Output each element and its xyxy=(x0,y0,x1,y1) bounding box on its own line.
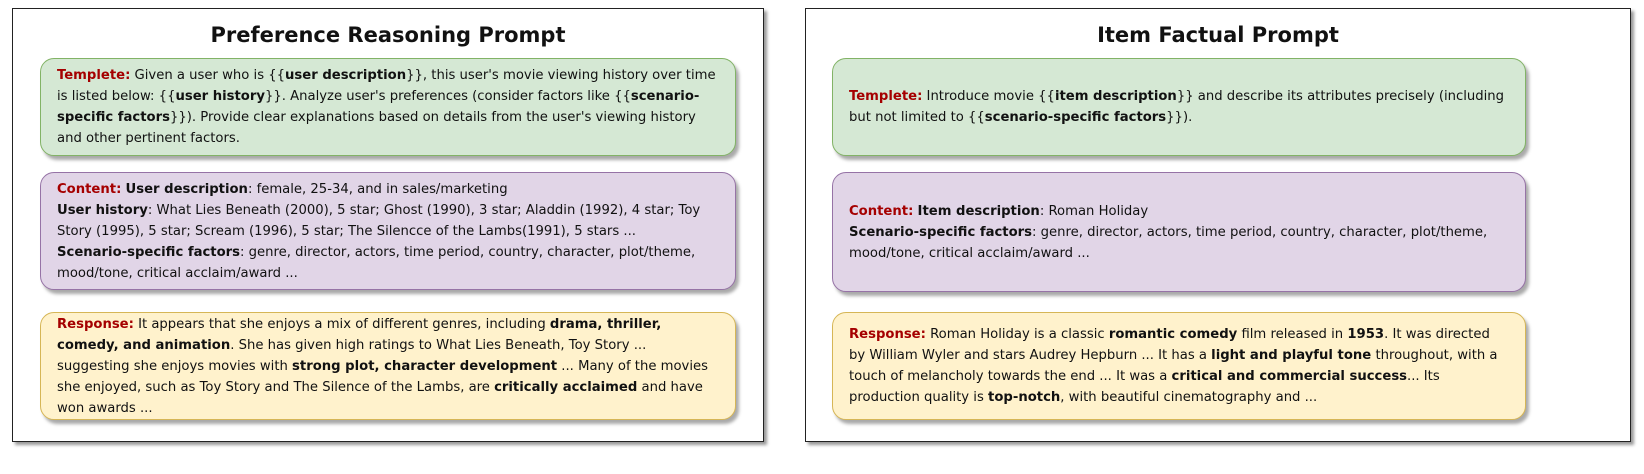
text-segment: . She has given high ratings to What Lie… xyxy=(57,337,647,374)
template-box: Templete: Given a user who is {{user des… xyxy=(40,58,736,156)
bold-text-segment: Scenario-specific factors xyxy=(57,244,241,260)
text-segment: }}). Provide clear explanations based on… xyxy=(57,110,696,146)
content-text: Content: Item description: Roman Holiday… xyxy=(849,201,1509,264)
panel-title: Preference Reasoning Prompt xyxy=(210,23,566,47)
bold-text-segment: User history xyxy=(57,202,148,218)
text-segment: }}, this user's movie viewing history ov… xyxy=(57,68,716,104)
template-text: Templete: Introduce movie {{item descrip… xyxy=(849,86,1509,128)
bold-text-segment: 1953 xyxy=(1347,327,1385,342)
bold-text-segment: critical and commercial success xyxy=(1171,369,1408,384)
text-segment: : genre, director, actors, time period, … xyxy=(849,224,1488,261)
bold-text-segment: user history xyxy=(175,89,265,104)
text-segment: film released in xyxy=(1237,327,1348,342)
text-segment: }}). xyxy=(1166,110,1193,125)
response-box: Response: It appears that she enjoys a m… xyxy=(40,312,736,420)
bold-text-segment: light and playful tone xyxy=(1211,348,1372,363)
bold-text-segment: item description xyxy=(1054,89,1177,104)
text-segment: : What Lies Beneath (2000), 5 star; Ghos… xyxy=(57,202,701,239)
bold-text-segment: User description xyxy=(125,181,248,197)
response-text: Response: It appears that she enjoys a m… xyxy=(57,314,719,419)
text-segment: Given a user who is {{ xyxy=(130,68,286,83)
preference-reasoning-panel: Preference Reasoning Prompt Templete: Gi… xyxy=(12,8,764,442)
text-segment: Introduce movie {{ xyxy=(922,89,1055,104)
bold-text-segment: critically acclaimed xyxy=(494,379,638,395)
text-segment: ... Many of the movies she enjoyed, such… xyxy=(57,358,708,395)
section-label: Response: xyxy=(57,316,134,332)
text-segment: : female, 25-34, and in sales/marketing xyxy=(247,181,508,197)
section-label: Templete: xyxy=(849,89,923,104)
text-segment: . It was directed by William Wyler and s… xyxy=(849,327,1490,363)
text-segment: }}. Analyze user's preferences (consider… xyxy=(264,89,631,104)
bold-text-segment: romantic comedy xyxy=(1108,327,1238,342)
response-text: Response: Roman Holiday is a classic rom… xyxy=(849,324,1509,408)
panel-title: Item Factual Prompt xyxy=(1097,23,1339,47)
response-box: Response: Roman Holiday is a classic rom… xyxy=(832,312,1526,420)
bold-text-segment: scenario-specific factors xyxy=(57,89,700,125)
text-segment: Roman Holiday is a classic xyxy=(925,327,1109,342)
text-segment: }} and describe its attributes precisely… xyxy=(849,89,1505,125)
text-segment: , with beautiful cinematography and ... xyxy=(1060,390,1318,405)
section-label: Templete: xyxy=(57,68,131,83)
bold-text-segment: Scenario-specific factors xyxy=(849,224,1033,240)
bold-text-segment: scenario-specific factors xyxy=(984,110,1167,125)
text-segment: ... Its production quality is xyxy=(849,369,1440,405)
section-label: Content: xyxy=(849,203,914,219)
template-box: Templete: Introduce movie {{item descrip… xyxy=(832,58,1526,156)
bold-text-segment: Item description xyxy=(917,203,1040,219)
content-box: Content: User description: female, 25-34… xyxy=(40,172,736,290)
bold-text-segment: drama, thriller, comedy, and animation xyxy=(57,316,662,353)
bold-text-segment: top-notch xyxy=(988,390,1061,405)
section-label: Response: xyxy=(849,327,926,342)
item-factual-panel: Item Factual Prompt Templete: Introduce … xyxy=(805,8,1631,442)
text-segment: It appears that she enjoys a mix of diff… xyxy=(133,316,550,332)
template-text: Templete: Given a user who is {{user des… xyxy=(57,65,719,149)
text-segment: throughout, with a touch of melancholy t… xyxy=(849,348,1498,384)
content-text: Content: User description: female, 25-34… xyxy=(57,179,719,284)
section-label: Content: xyxy=(57,181,122,197)
bold-text-segment: user description xyxy=(285,68,407,83)
bold-text-segment: strong plot, character development xyxy=(292,358,558,374)
content-box: Content: Item description: Roman Holiday… xyxy=(832,172,1526,292)
text-segment: : genre, director, actors, time period, … xyxy=(57,244,696,281)
text-segment: and have won awards ... xyxy=(57,379,703,416)
text-segment: : Roman Holiday xyxy=(1039,203,1149,219)
